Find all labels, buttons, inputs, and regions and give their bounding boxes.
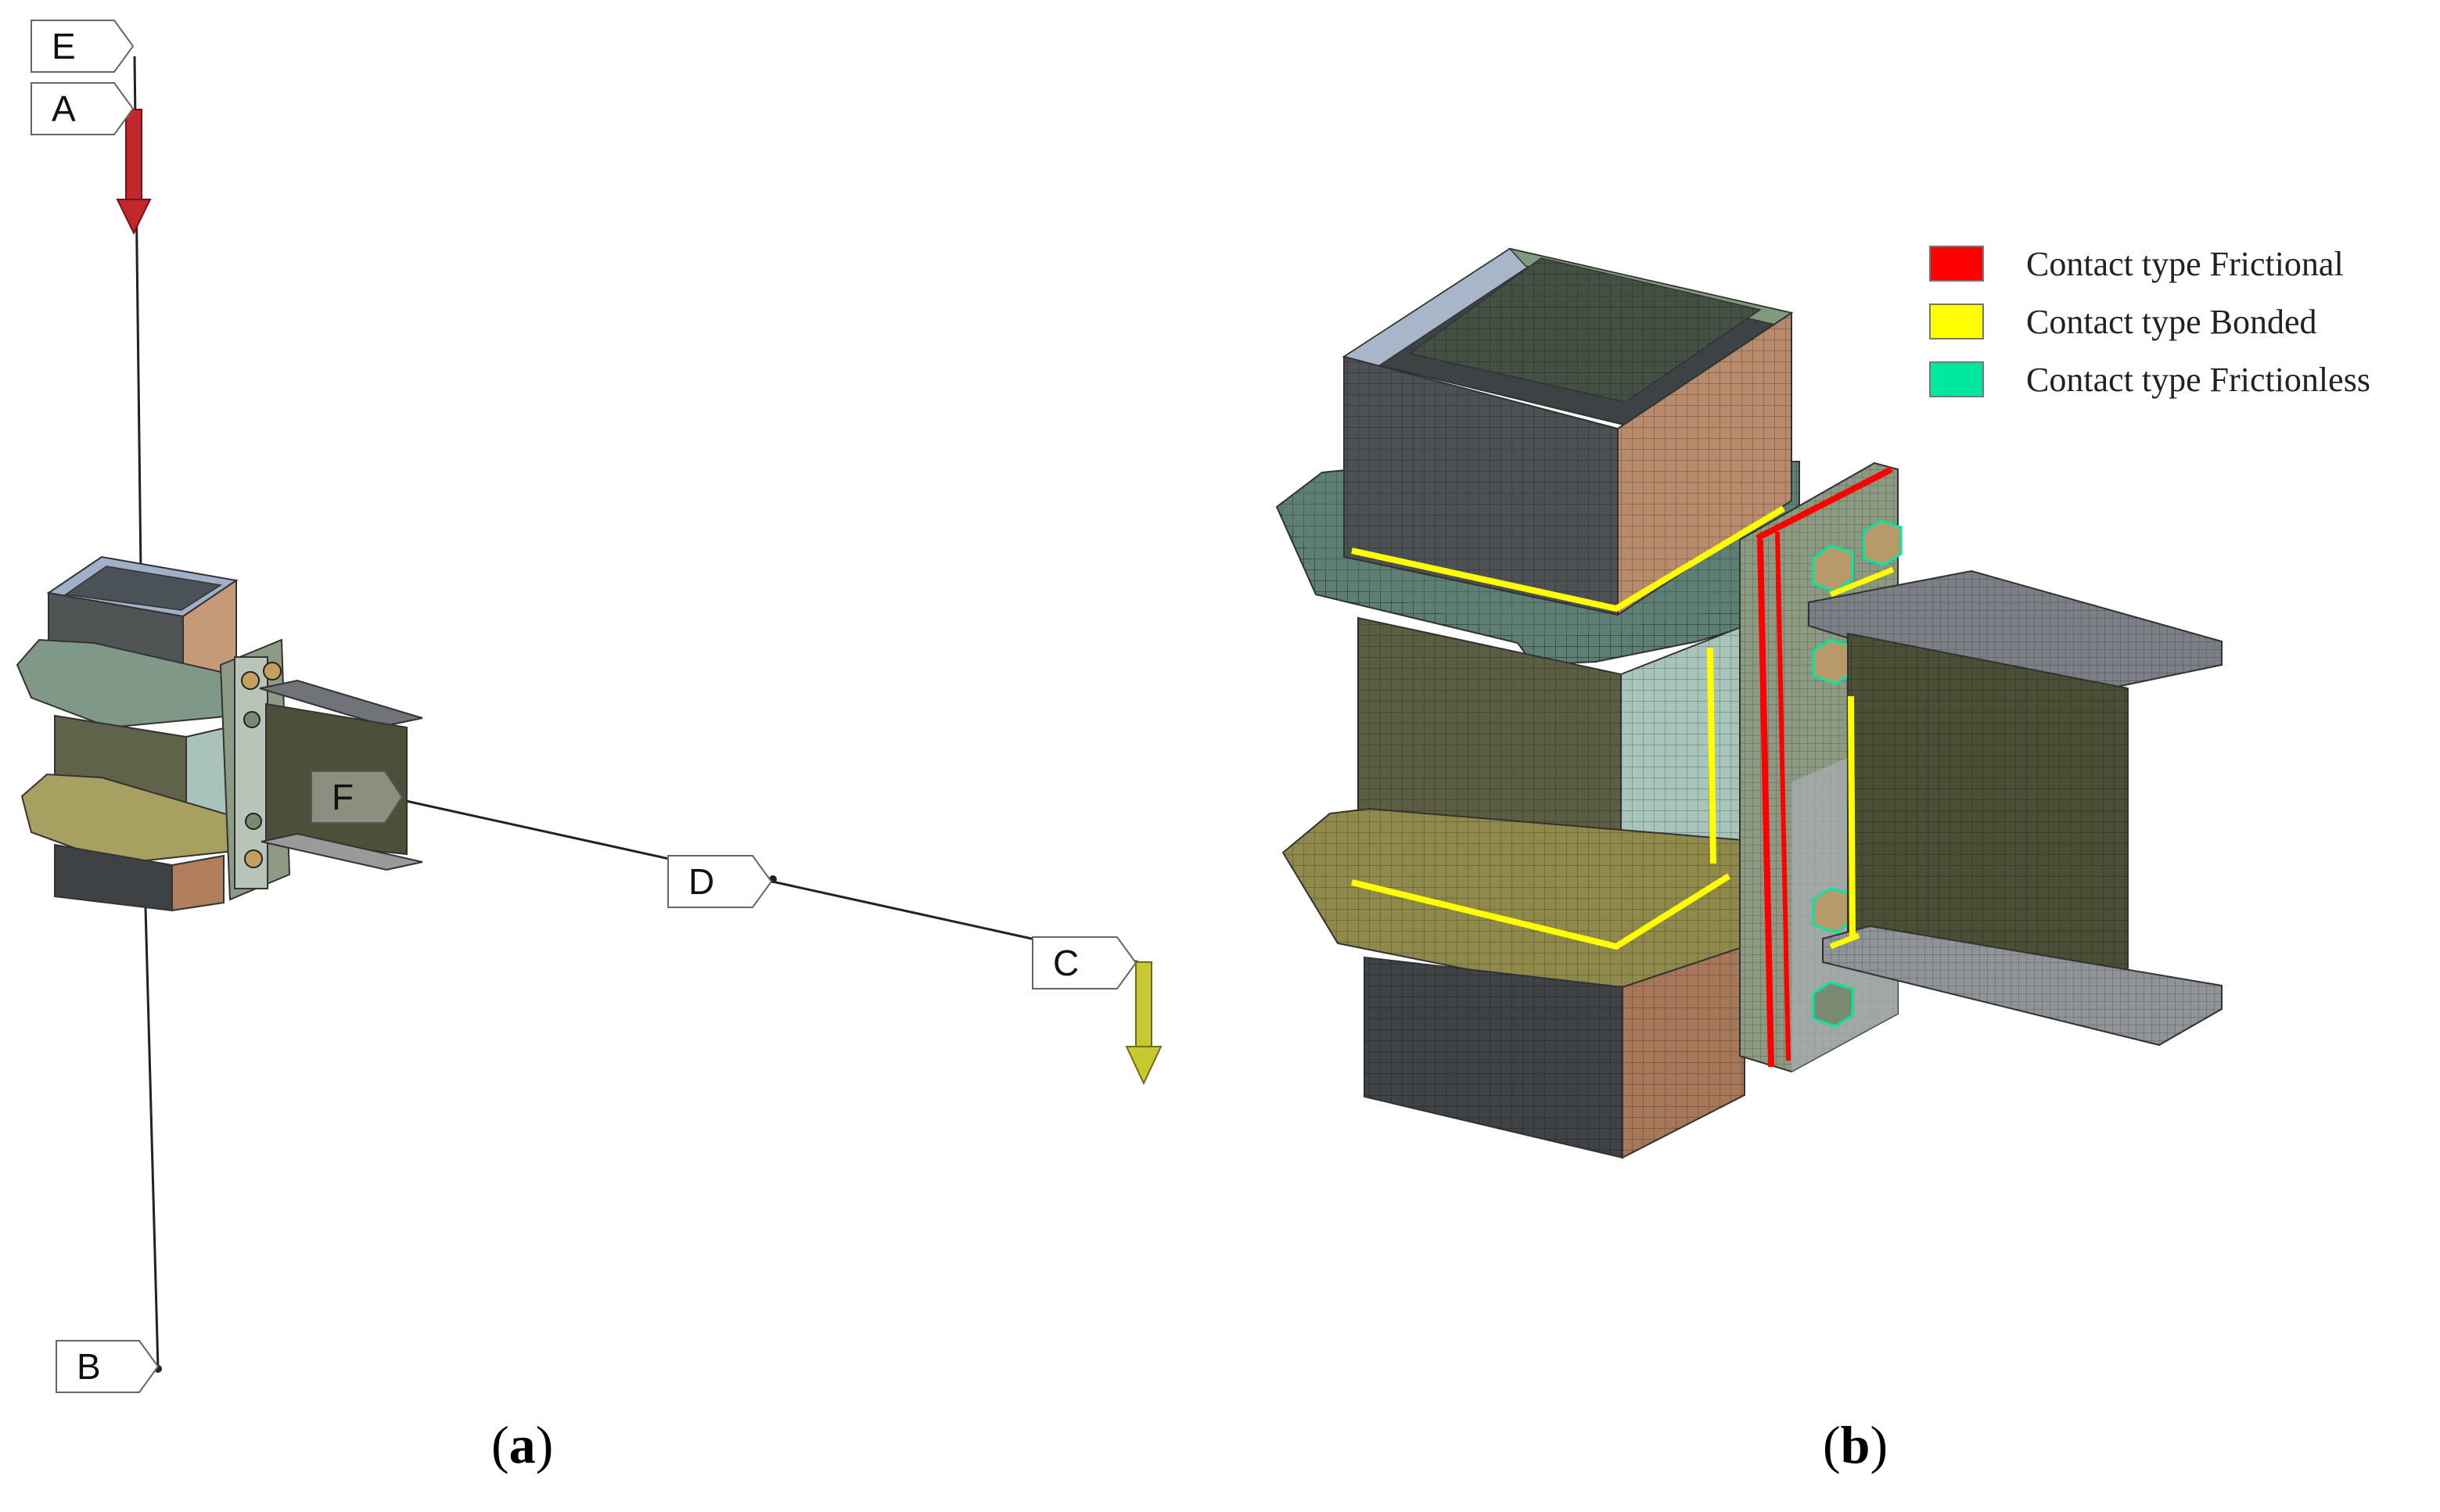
point-label-b: B xyxy=(55,1339,160,1394)
tag-outline xyxy=(31,20,135,73)
point-label-d: D xyxy=(667,854,773,909)
panel-a-model xyxy=(16,56,1163,1373)
point-f-text: F xyxy=(332,777,354,817)
panel-label-a: (a) xyxy=(491,1414,553,1476)
joint-assembly-small xyxy=(16,555,423,912)
tag-outline xyxy=(311,770,404,824)
legend-label-bonded: Contact type Bonded xyxy=(2026,302,2317,341)
legend-label-frictionless: Contact type Frictionless xyxy=(2026,360,2370,399)
legend-item-frictional: Contact type Frictional xyxy=(1929,235,2370,293)
panel-b-open-paren: ( xyxy=(1823,1415,1841,1474)
vertical-line-lower xyxy=(144,907,160,1370)
point-d-text: D xyxy=(688,861,715,902)
point-e-text: E xyxy=(52,26,76,66)
panel-a-letter: a xyxy=(508,1415,536,1474)
bolts xyxy=(1812,519,1903,1028)
point-label-a: A xyxy=(30,81,135,136)
point-label-f: F xyxy=(310,770,404,824)
contact-bonded-lines xyxy=(1351,505,1895,950)
point-label-c: C xyxy=(1031,936,1137,990)
contact-legend: Contact type Frictional Contact type Bon… xyxy=(1929,235,2370,408)
point-b-text: B xyxy=(77,1346,101,1387)
point-c-text: C xyxy=(1053,943,1080,983)
point-label-e: E xyxy=(30,19,135,74)
load-arrow-tip xyxy=(1125,961,1163,1086)
point-a-text: A xyxy=(52,88,76,129)
load-arrow-top xyxy=(116,109,152,235)
legend-item-frictionless: Contact type Frictionless xyxy=(1929,350,2370,408)
tag-outline xyxy=(31,82,135,135)
panel-label-b: (b) xyxy=(1823,1414,1888,1476)
legend-label-frictional: Contact type Frictional xyxy=(2026,244,2344,283)
panel-b-letter: b xyxy=(1840,1415,1870,1474)
contact-frictional-lines xyxy=(1755,466,1893,1068)
panel-b-close-paren: ) xyxy=(1870,1415,1888,1474)
tag-outline xyxy=(56,1340,160,1393)
panel-a-close-paren: ) xyxy=(535,1415,554,1474)
legend-swatch-frictionless xyxy=(1929,361,1984,397)
legend-swatch-frictional xyxy=(1929,246,1984,282)
tag-outline xyxy=(667,855,773,908)
legend-swatch-bonded xyxy=(1929,303,1984,339)
tag-outline xyxy=(1032,936,1137,989)
panel-b-mesh-model xyxy=(1275,247,2223,1159)
legend-item-bonded: Contact type Bonded xyxy=(1929,293,2370,350)
panel-a-open-paren: ( xyxy=(491,1415,509,1474)
